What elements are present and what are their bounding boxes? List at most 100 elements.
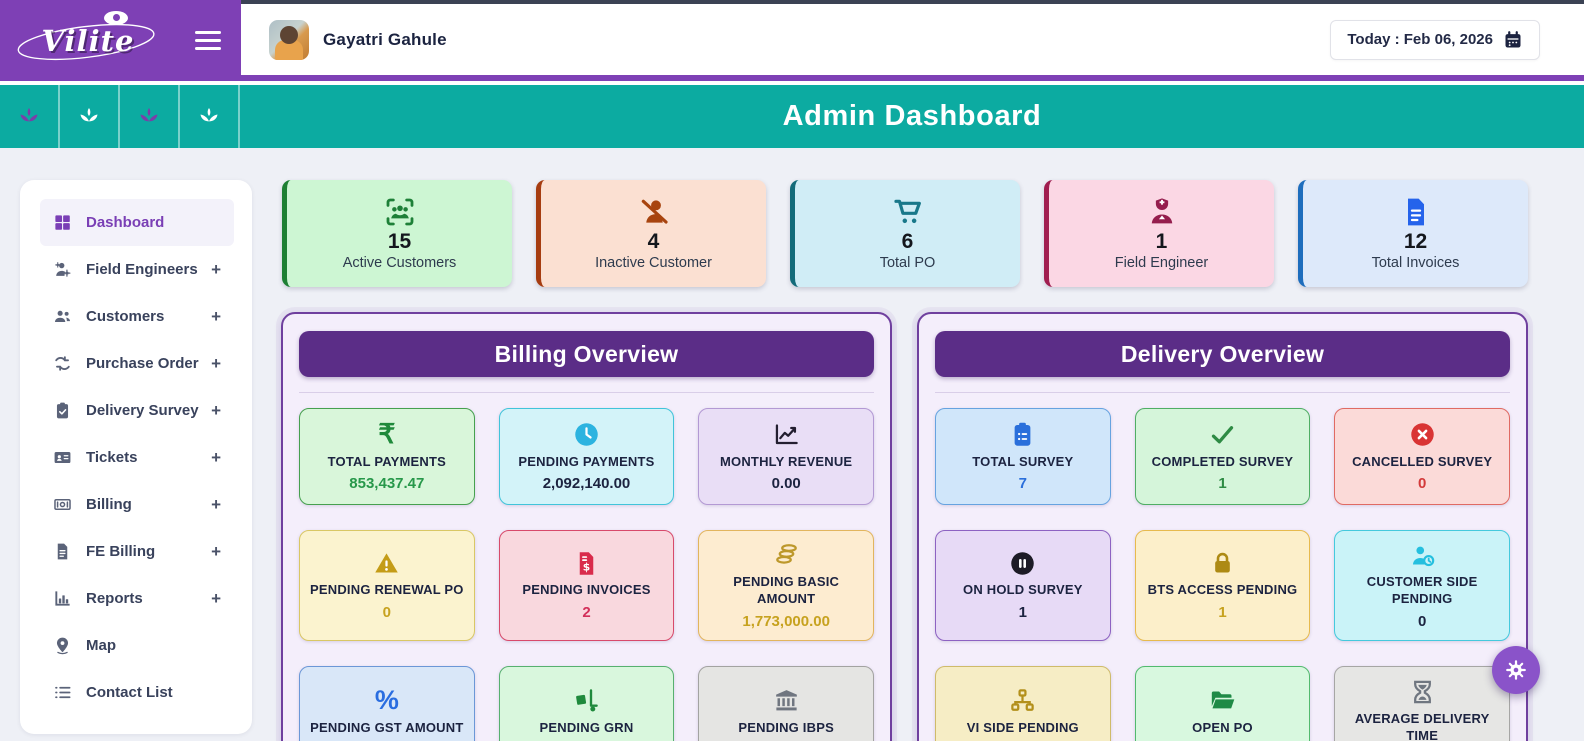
bank-icon (773, 687, 800, 715)
card-cancelled-survey: CANCELLED SURVEY 0 (1334, 408, 1510, 505)
circle-x-icon (1409, 421, 1436, 449)
stat-card-total-po: 6 Total PO (790, 180, 1020, 287)
delivery-overview-header: Delivery Overview (935, 331, 1510, 377)
page-banner: Admin Dashboard (0, 85, 1584, 148)
sidebar-item-label: FE Billing (86, 543, 156, 560)
date-chip[interactable]: Today : Feb 06, 2026 (1330, 19, 1540, 60)
svg-text:$: $ (583, 560, 590, 573)
card-average-delivery-time: AVERAGE DELIVERY TIME (1334, 665, 1510, 741)
lotus-icon (17, 105, 41, 129)
sidebar-item-label: Purchase Order (86, 355, 199, 372)
expand-plus[interactable]: + (211, 306, 221, 326)
card-pending-basic-amount: PENDING BASIC AMOUNT 1,773,000.00 (698, 530, 874, 641)
chart-line-icon (773, 421, 800, 449)
clock-icon (573, 421, 600, 449)
sidebar-item-purchase-order[interactable]: Purchase Order + (40, 340, 234, 387)
expand-plus[interactable]: + (211, 400, 221, 420)
card-pending-grn: PENDING GRN (498, 665, 675, 741)
delivery-overview-panel: Delivery Overview TOTAL SURVEY 7 COMPLET… (917, 312, 1528, 741)
card-on-hold-survey: ON HOLD SURVEY 1 (935, 530, 1111, 641)
user-nurse-icon (1144, 196, 1180, 228)
stat-value: 6 (901, 229, 914, 253)
sidebar-item-contact-list[interactable]: Contact List (40, 669, 234, 716)
sidebar-item-label: Customers (86, 308, 165, 325)
logo-text: Vilite (41, 23, 135, 58)
card-bts-access-pending: BTS ACCESS PENDING 1 (1134, 530, 1311, 641)
card-customer-side-pending: CUSTOMER SIDE PENDING 0 (1334, 530, 1510, 641)
sidebar-item-label: Field Engineers (86, 261, 198, 278)
billing-overview-header: Billing Overview (299, 331, 874, 377)
card-vi-side-pending: VI SIDE PENDING (935, 665, 1111, 741)
expand-plus[interactable]: + (211, 259, 221, 279)
lotus-icon (137, 105, 161, 129)
stat-value: 4 (647, 229, 660, 253)
pause-circle-icon (1009, 549, 1036, 577)
sidebar: Dashboard Field Engineers + Customers + … (20, 180, 252, 734)
banner-tile (180, 85, 240, 148)
divider (299, 392, 874, 393)
expand-plus[interactable]: + (211, 541, 221, 561)
hamburger-menu-icon[interactable] (195, 26, 221, 55)
lock-icon (1209, 549, 1236, 577)
stat-value: 15 (387, 229, 412, 253)
sidebar-item-reports[interactable]: Reports + (40, 575, 234, 622)
sidebar-item-label: Tickets (86, 449, 138, 466)
clipboard-check-icon (53, 401, 72, 420)
expand-plus[interactable]: + (211, 353, 221, 373)
expand-plus[interactable]: + (211, 494, 221, 514)
chart-column-icon (53, 589, 72, 608)
stat-value: 12 (1403, 229, 1428, 253)
user-avatar[interactable] (269, 19, 309, 60)
card-open-po: OPEN PO (1134, 665, 1311, 741)
stat-label: Active Customers (342, 255, 457, 272)
panel-title: Delivery Overview (1120, 340, 1325, 367)
stat-value: 1 (1155, 229, 1168, 253)
logo-block: Vilite (0, 0, 241, 81)
sidebar-item-map[interactable]: Map (40, 622, 234, 669)
expand-plus[interactable]: + (211, 588, 221, 608)
logo-eye-mark (104, 10, 128, 25)
header-gap (0, 81, 1584, 85)
coins-icon (773, 541, 800, 569)
file-invoice-icon (1398, 196, 1434, 228)
vilite-logo[interactable]: Vilite (12, 10, 164, 68)
page-title: Admin Dashboard (782, 100, 1042, 132)
user-name[interactable]: Gayatri Gahule (323, 29, 447, 49)
sidebar-item-label: Dashboard (86, 214, 165, 231)
calendar-icon (1503, 30, 1523, 50)
users-icon (53, 307, 72, 326)
exchange-arrows-icon (53, 354, 72, 373)
sidebar-item-fe-billing[interactable]: FE Billing + (40, 528, 234, 575)
banner-tile (60, 85, 120, 148)
stat-card-total-invoices: 12 Total Invoices (1298, 180, 1528, 287)
invoice-dollar-icon: $ (573, 549, 600, 577)
sidebar-item-field-engineers[interactable]: Field Engineers + (40, 246, 234, 293)
stat-cards-row: 15 Active Customers 4 Inactive Customer … (282, 180, 1528, 287)
divider (935, 392, 1510, 393)
sidebar-item-billing[interactable]: Billing + (40, 481, 234, 528)
sidebar-item-label: Map (86, 637, 116, 654)
settings-fab[interactable] (1492, 646, 1540, 694)
card-pending-renewal-po: PENDING RENEWAL PO 0 (299, 530, 475, 641)
sidebar-item-customers[interactable]: Customers + (40, 293, 234, 340)
list-icon (53, 683, 72, 702)
sidebar-item-tickets[interactable]: Tickets + (40, 434, 234, 481)
id-card-icon (53, 448, 72, 467)
folder-open-icon (1209, 687, 1236, 715)
card-pending-payments: PENDING PAYMENTS 2,092,140.00 (498, 408, 675, 505)
user-clock-icon (1409, 541, 1436, 569)
banner-tile (120, 85, 180, 148)
percent-icon: % (374, 685, 399, 716)
logo-orbit-ellipse (17, 23, 155, 60)
sidebar-item-label: Billing (86, 496, 132, 513)
sidebar-item-dashboard[interactable]: Dashboard (40, 199, 234, 246)
sidebar-item-delivery-survey[interactable]: Delivery Survey + (40, 387, 234, 434)
card-total-survey: TOTAL SURVEY 7 (935, 408, 1111, 505)
sidebar-item-label: Delivery Survey (86, 402, 199, 419)
panel-title: Billing Overview (494, 340, 679, 367)
expand-plus[interactable]: + (211, 447, 221, 467)
top-header: Gayatri Gahule Today : Feb 06, 2026 (241, 0, 1584, 75)
sitemap-icon (1009, 687, 1036, 715)
user-slash-icon (636, 196, 672, 228)
